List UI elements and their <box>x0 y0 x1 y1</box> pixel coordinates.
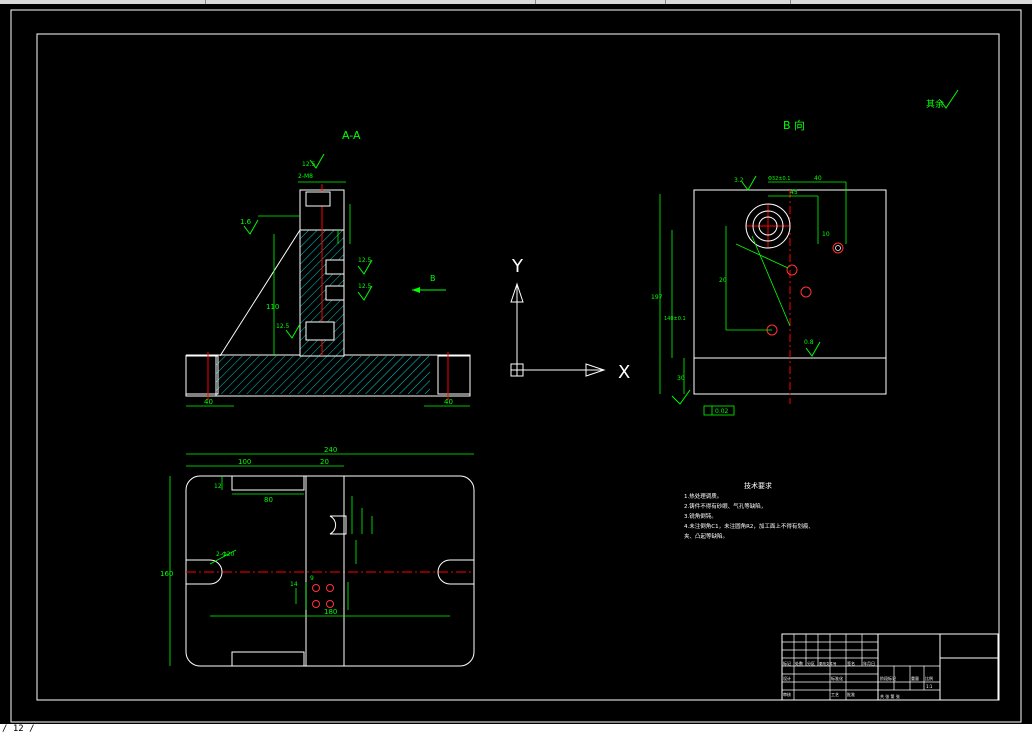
svg-text:处数: 处数 <box>795 660 803 666</box>
toolbar-segment[interactable] <box>665 0 791 4</box>
slot-left <box>186 559 223 585</box>
other-roughness-symbol: 其余 <box>926 89 959 110</box>
svg-text:1:1: 1:1 <box>926 684 933 689</box>
window-top-bar <box>0 0 1032 4</box>
base-left-foot <box>185 354 217 397</box>
dim-plan-9: 9 <box>310 575 314 582</box>
roughness-top: 12.5 <box>302 153 325 169</box>
dim-plan-12: 12 <box>214 483 222 490</box>
axis-x-label: X <box>618 362 630 383</box>
small-hole <box>786 264 798 276</box>
small-hole <box>832 242 844 254</box>
roughness-b-top: 3.2 <box>734 175 757 191</box>
dim-plan-160: 160 <box>160 570 173 578</box>
notes-title: 技术要求 <box>744 481 772 490</box>
svg-text:12.5: 12.5 <box>302 161 316 168</box>
roughness-low: 12.5 <box>276 323 301 339</box>
main-bore-outer <box>745 203 791 249</box>
dim-b-197: 197 <box>651 294 663 301</box>
note-item: 3.锐角倒钝。 <box>684 512 717 520</box>
toolbar-segment[interactable] <box>535 0 666 4</box>
svg-text:分区: 分区 <box>807 660 815 666</box>
roughness-left: 1.6 <box>240 218 259 235</box>
dim-aa-40-right: 40 <box>444 398 453 406</box>
drawing-svg: 其余 A-A 40 40 110 <box>10 9 1022 723</box>
dim-plan-20: 20 <box>320 458 329 466</box>
view-b: B 向 40 45 Φ32±0.1 10 197 140±0.1 30 20 <box>651 118 887 416</box>
technical-notes: 技术要求 1.热处理调质。 2.铸件不得有砂眼、气孔等缺陷， 3.锐角倒钝。 4… <box>684 481 814 540</box>
dim-aa-2m8: 2-M8 <box>298 173 313 180</box>
side-rib <box>219 229 301 357</box>
svg-text:比例: 比例 <box>925 675 933 681</box>
svg-text:3.2: 3.2 <box>734 177 744 184</box>
sheet-inner-border <box>36 33 1000 701</box>
plan-view: 240 100 20 80 12 160 180 2-Φ20 14 9 <box>160 446 475 667</box>
dim-b-140: 140±0.1 <box>664 316 686 322</box>
svg-text:0.02: 0.02 <box>715 408 729 415</box>
note-item: 4.未注倒角C1，未注圆角R2，加工面上不得有划痕、 <box>684 522 814 530</box>
dim-b-phi: Φ32±0.1 <box>768 176 790 182</box>
dim-b-30: 30 <box>677 375 685 382</box>
svg-text:批准: 批准 <box>847 691 855 697</box>
svg-text:12.5: 12.5 <box>276 323 290 330</box>
toolbar-segment[interactable] <box>0 0 206 4</box>
svg-text:1.6: 1.6 <box>240 218 252 226</box>
section-aa-view: A-A 40 40 110 2-M8 <box>185 129 471 407</box>
dim-b-20: 20 <box>719 277 727 284</box>
svg-text:12.5: 12.5 <box>358 257 372 264</box>
svg-text:标准化: 标准化 <box>831 675 843 681</box>
svg-text:更改文件号: 更改文件号 <box>819 661 837 666</box>
roughness-mid1: 12.5 <box>357 257 373 275</box>
note-item: 1.热处理调质。 <box>684 492 722 500</box>
roughness-mid2: 12.5 <box>357 283 373 301</box>
b-arrow-label: B <box>430 274 436 283</box>
svg-text:阶段标记: 阶段标记 <box>880 675 896 681</box>
svg-text:审核: 审核 <box>783 691 791 697</box>
note-item: 2.铸件不得有砂眼、气孔等缺陷， <box>684 502 766 510</box>
ucs-axis-icon: Y X <box>510 256 630 383</box>
dim-plan-180: 180 <box>324 608 337 616</box>
view-b-label: B 向 <box>783 118 805 132</box>
slot-right <box>437 559 474 585</box>
base-right-foot <box>440 354 471 397</box>
svg-text:工艺: 工艺 <box>831 692 839 697</box>
svg-text:0.8: 0.8 <box>804 339 814 346</box>
main-bore-inner <box>752 210 784 242</box>
dim-b-10: 10 <box>822 231 830 238</box>
note-item: 夹、凸起等缺陷。 <box>684 532 728 540</box>
roughness-b-right: 0.8 <box>804 339 821 357</box>
cad-drawing-canvas[interactable]: 其余 A-A 40 40 110 <box>0 4 1032 724</box>
small-hole <box>800 286 812 298</box>
flatness-frame: 0.02 <box>703 405 735 416</box>
title-block: 标记 处数 分区 更改文件号 签名 年月日 设计 标准化 审核 工艺 批准 阶段… <box>781 633 999 701</box>
dim-plan-80: 80 <box>264 496 273 504</box>
dim-b-40: 40 <box>814 175 822 182</box>
svg-text:标记: 标记 <box>783 660 791 666</box>
dim-aa-40-left: 40 <box>204 398 213 406</box>
svg-text:设计: 设计 <box>783 675 791 681</box>
svg-text:共 张 第 张: 共 张 第 张 <box>880 693 900 699</box>
other-roughness-label: 其余 <box>926 98 944 110</box>
command-line[interactable]: / 12 / <box>0 724 1032 734</box>
dim-plan-2phi20: 2-Φ20 <box>216 551 235 558</box>
toolbar-segment[interactable] <box>205 0 536 4</box>
svg-text:年月日: 年月日 <box>863 660 875 666</box>
dim-plan-14: 14 <box>290 581 298 588</box>
command-line-text: / 12 / <box>2 724 35 734</box>
plan-outline <box>185 475 475 667</box>
dim-b-45: 45 <box>790 189 798 196</box>
dim-aa-110: 110 <box>266 303 279 311</box>
dim-plan-240: 240 <box>324 446 337 454</box>
sheet-outer-border <box>10 9 1022 723</box>
svg-text:12.5: 12.5 <box>358 283 372 290</box>
section-hatch <box>216 230 430 394</box>
svg-text:重量: 重量 <box>911 675 919 681</box>
axis-y-label: Y <box>511 256 524 277</box>
svg-text:签名: 签名 <box>847 660 855 666</box>
dim-plan-100: 100 <box>238 458 251 466</box>
section-aa-label: A-A <box>342 129 361 142</box>
plan-pocket <box>329 515 347 535</box>
